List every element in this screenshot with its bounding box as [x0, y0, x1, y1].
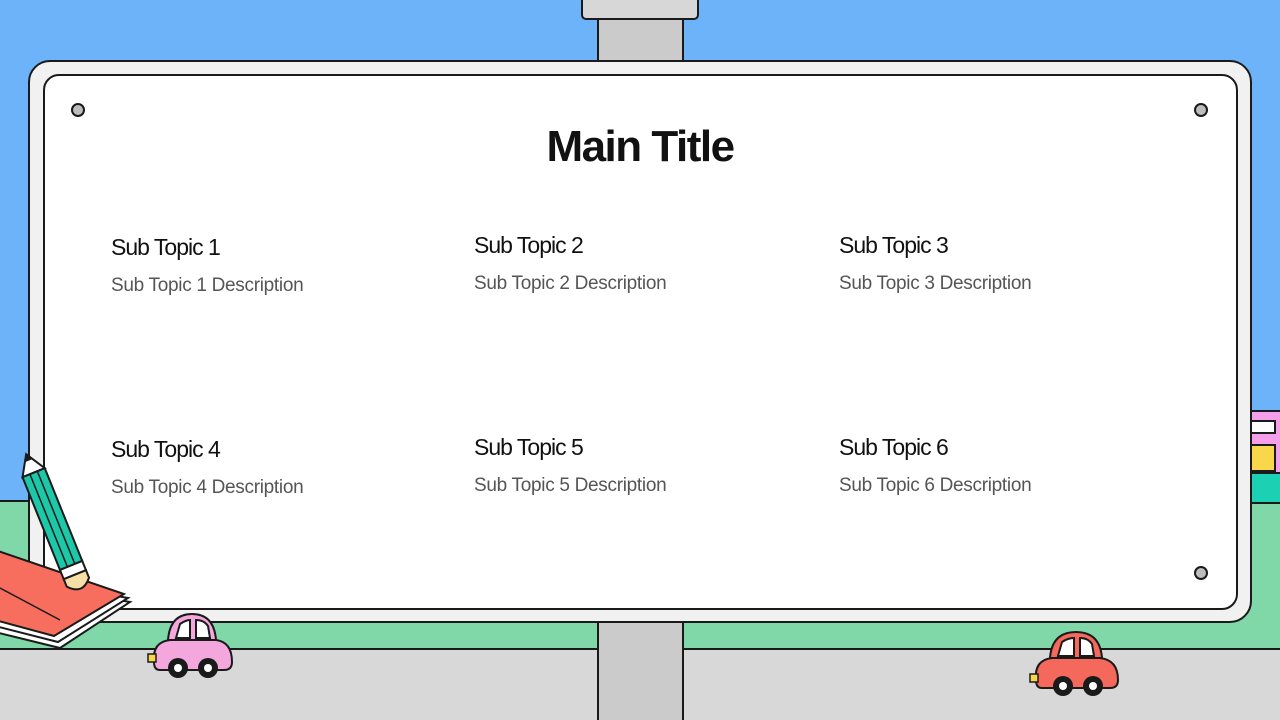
sign-post-cap	[581, 0, 699, 20]
sub-topic-2: Sub Topic 2 Sub Topic 2 Description	[474, 231, 794, 296]
sub-topic-4: Sub Topic 4 Sub Topic 4 Description	[111, 435, 431, 500]
sign-board	[43, 74, 1238, 610]
sub-topic-description: Sub Topic 2 Description	[474, 273, 667, 294]
sub-topic-title: Sub Topic 5	[474, 434, 584, 460]
bolt-icon	[71, 103, 85, 117]
pencil-icon	[21, 452, 91, 591]
pink-car-icon	[147, 612, 234, 678]
sub-topic-title: Sub Topic 4	[111, 436, 221, 462]
sub-topic-description: Sub Topic 6 Description	[839, 475, 1032, 496]
sign-post-bottom	[597, 615, 684, 720]
bolt-icon	[1194, 566, 1208, 580]
sub-topic-3: Sub Topic 3 Sub Topic 3 Description	[839, 231, 1159, 296]
sub-topic-title: Sub Topic 3	[839, 232, 949, 258]
sub-topic-description: Sub Topic 4 Description	[111, 477, 304, 498]
sub-topic-6: Sub Topic 6 Sub Topic 6 Description	[839, 433, 1159, 498]
page-title: Main Title	[546, 122, 735, 171]
sub-topic-title: Sub Topic 6	[839, 434, 949, 460]
sub-topic-title: Sub Topic 2	[474, 232, 584, 258]
red-car-icon	[1029, 630, 1120, 696]
building-door	[1250, 444, 1276, 472]
bolt-icon	[1194, 103, 1208, 117]
sub-topic-description: Sub Topic 1 Description	[111, 275, 304, 296]
building-window	[1250, 420, 1276, 434]
notebook-icon	[0, 550, 133, 650]
sub-topic-1: Sub Topic 1 Sub Topic 1 Description	[111, 233, 431, 298]
sub-topic-description: Sub Topic 3 Description	[839, 273, 1032, 294]
sub-topic-title: Sub Topic 1	[111, 234, 221, 260]
sub-topic-description: Sub Topic 5 Description	[474, 475, 667, 496]
sub-topic-5: Sub Topic 5 Sub Topic 5 Description	[474, 433, 794, 498]
